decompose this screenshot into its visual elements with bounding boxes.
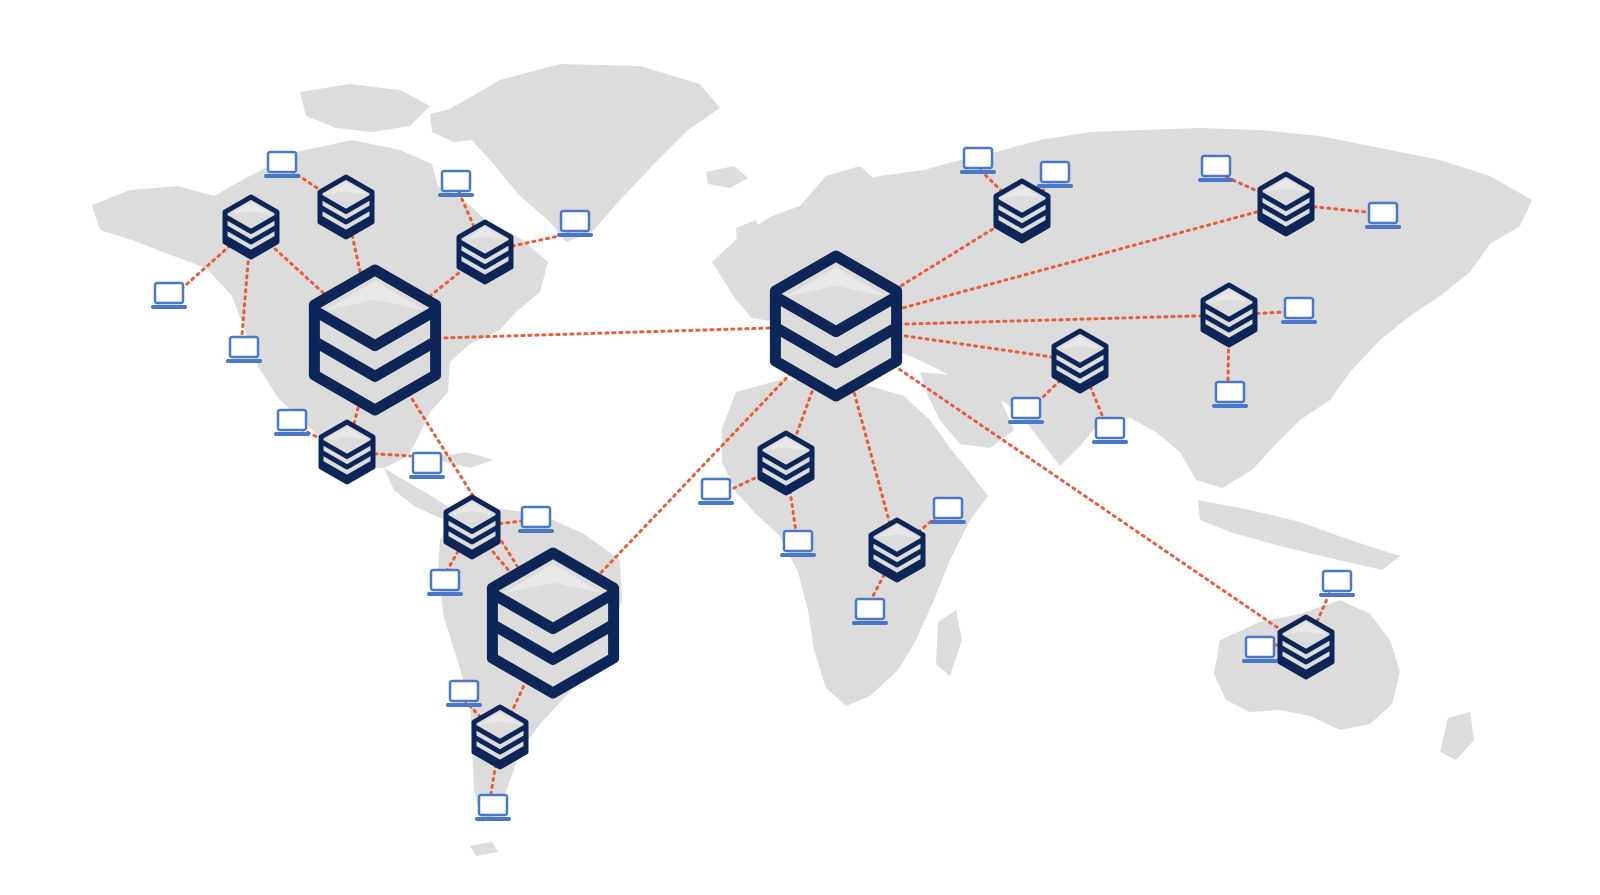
world-landmass	[92, 64, 1532, 856]
laptop-icon	[427, 568, 463, 596]
connection-line	[834, 202, 1288, 328]
connection-line	[240, 225, 253, 337]
land-madagascar	[936, 610, 962, 676]
server-stack-icon	[308, 264, 442, 416]
laptop-icon	[264, 150, 300, 178]
laptop-icon	[226, 335, 262, 363]
land-iceland	[706, 166, 748, 188]
land-antarctic-tip	[470, 842, 498, 856]
server-stack-icon	[471, 704, 529, 770]
server-stack-icon	[769, 250, 903, 402]
land-arctic-canada	[300, 84, 430, 132]
land-british-isles	[736, 220, 766, 268]
server-stack-icon	[757, 430, 815, 496]
land-eurasia	[712, 128, 1532, 488]
laptop-icon	[1198, 154, 1234, 182]
server-stack-icon	[993, 178, 1051, 244]
connection-line	[551, 324, 838, 625]
laptop-icon	[1281, 296, 1317, 324]
laptop-icon	[1092, 416, 1128, 444]
server-nodes	[222, 171, 1335, 770]
connection-line	[1222, 174, 1288, 206]
laptop-icon	[1037, 160, 1073, 188]
server-stack-icon	[486, 547, 620, 699]
land-indonesia	[1198, 500, 1400, 570]
laptop-icon	[151, 281, 187, 309]
server-stack-icon	[1051, 328, 1109, 394]
land-greenland	[448, 64, 720, 242]
server-stack-icon	[222, 194, 280, 260]
land-japan	[1324, 282, 1354, 342]
connection-line	[1226, 313, 1231, 384]
laptop-icon	[446, 679, 482, 707]
server-stack-icon	[868, 517, 926, 583]
laptop-icon	[852, 597, 888, 625]
server-stack-icon	[456, 219, 514, 285]
laptop-icon	[698, 477, 734, 505]
connection-line	[784, 461, 798, 534]
laptop-icon	[518, 505, 554, 533]
laptop-icon	[780, 529, 816, 557]
land-caribbean	[430, 452, 494, 468]
server-stack-icon	[1200, 282, 1258, 348]
land-scandinavia	[800, 166, 880, 236]
server-stack-icon	[1257, 171, 1315, 237]
laptop-icon	[438, 169, 474, 197]
server-stack-icon	[317, 174, 375, 240]
server-stack-icon	[443, 494, 501, 560]
laptop-icon	[960, 146, 996, 174]
laptop-icon	[475, 793, 511, 821]
laptop-icon	[409, 451, 445, 479]
laptop-icon	[1319, 569, 1355, 597]
laptop-icon	[1212, 380, 1248, 408]
laptop-icon	[1365, 201, 1401, 229]
connection-line	[456, 188, 487, 254]
server-stack-icon	[1277, 614, 1335, 680]
laptop-icon	[1242, 635, 1278, 663]
land-arabia	[920, 372, 1014, 448]
laptop-icon	[1008, 396, 1044, 424]
land-new-zealand	[1440, 712, 1474, 760]
laptop-icon	[557, 209, 593, 237]
connection-line	[373, 324, 838, 342]
laptop-icon	[274, 408, 310, 436]
client-devices	[151, 146, 1401, 821]
server-stack-icon	[318, 419, 376, 485]
laptop-icon	[930, 496, 966, 524]
